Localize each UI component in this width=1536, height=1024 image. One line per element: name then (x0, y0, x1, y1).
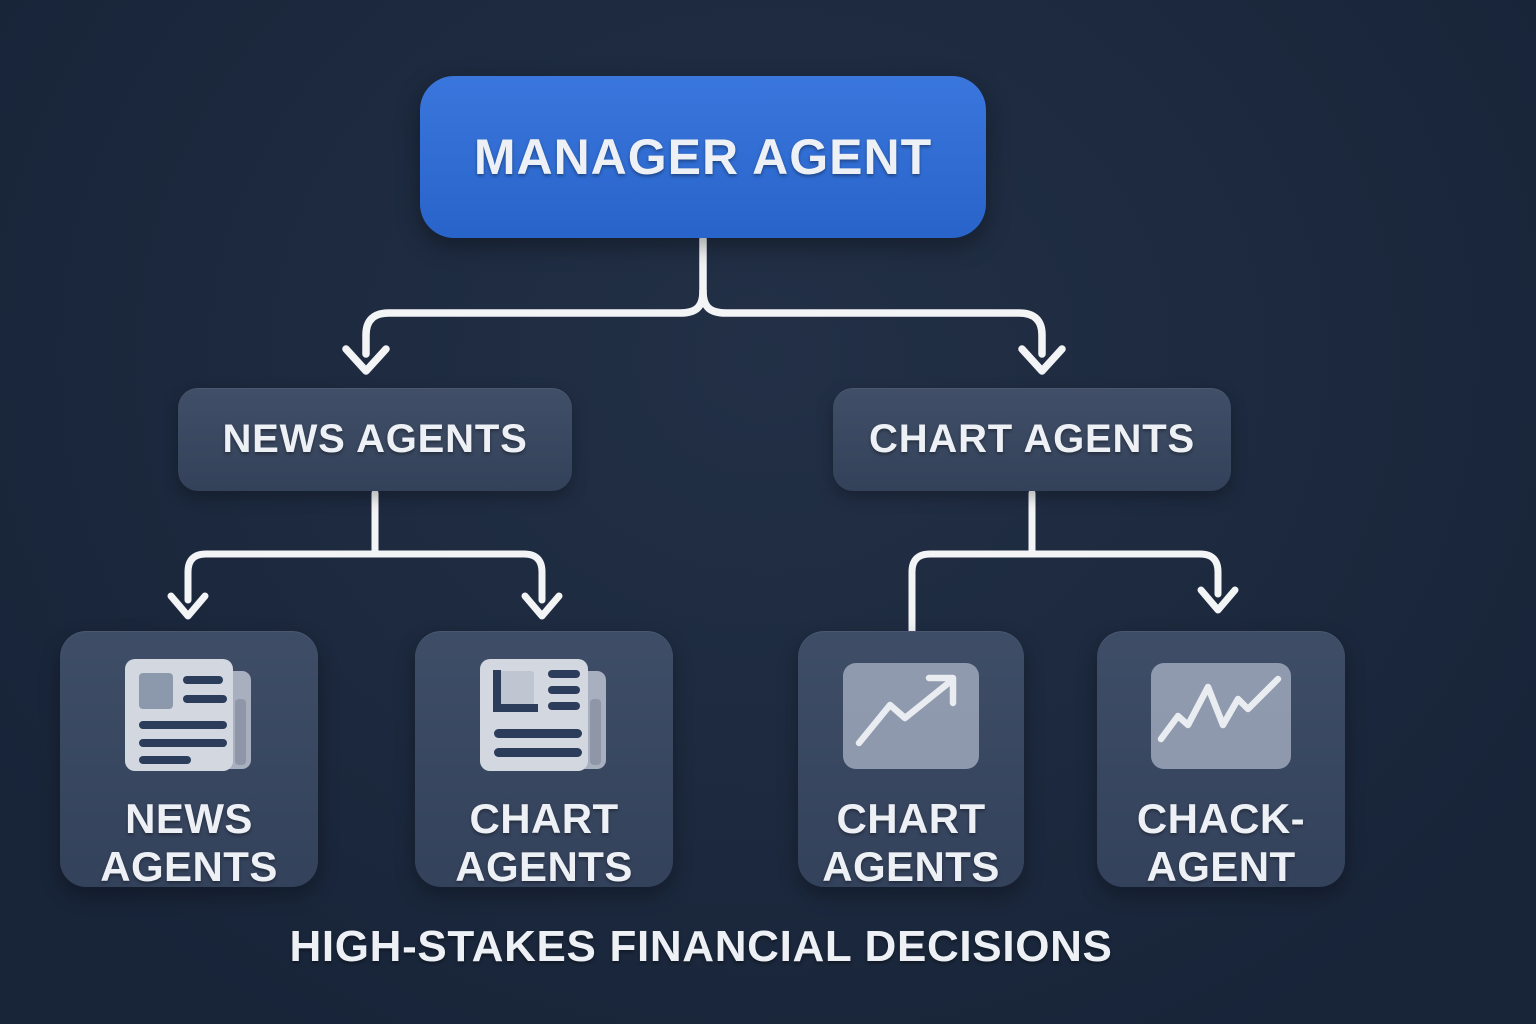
manager-agent-node: MANAGER AGENT (420, 76, 986, 238)
leaf-card-chart-agents-news: CHART AGENTS (415, 631, 673, 890)
arrowhead-to-news-group (342, 345, 390, 375)
arrowhead-to-leaf-4 (1197, 586, 1239, 614)
zigzag-chart-icon (1151, 655, 1291, 777)
diagram-caption: HIGH-STAKES FINANCIAL DECISIONS (289, 922, 1113, 971)
trend-up-chart-icon (843, 655, 979, 777)
leaf-label-news-agents: NEWS AGENTS (100, 795, 278, 890)
news-agents-group-label: NEWS AGENTS (222, 417, 528, 461)
connector-manager-to-groups (342, 235, 1066, 375)
arrowhead-to-chart-group (1018, 345, 1066, 375)
newspaper-icon (113, 655, 265, 777)
manager-agent-label: MANAGER AGENT (473, 129, 933, 185)
connector-chart-to-leaves (908, 489, 1239, 636)
leaf-label-chart-agents-chart: CHART AGENTS (822, 795, 1000, 890)
leaf-card-chart-agents-chart: CHART AGENTS (798, 631, 1024, 890)
news-agents-group-node: NEWS AGENTS (178, 388, 572, 491)
connector-news-to-leaves (167, 489, 563, 620)
arrowhead-to-leaf-2 (521, 592, 563, 620)
chart-agents-group-label: CHART AGENTS (869, 417, 1195, 461)
arrowhead-to-leaf-1 (167, 592, 209, 620)
leaf-label-chack-agent: CHACK- AGENT (1136, 795, 1306, 890)
chart-agents-group-node: CHART AGENTS (833, 388, 1231, 491)
leaf-card-chack-agent: CHACK- AGENT (1097, 631, 1345, 890)
leaf-card-news-agents: NEWS AGENTS (60, 631, 318, 890)
leaf-label-chart-agents-news: CHART AGENTS (455, 795, 633, 890)
newspaper-icon (468, 655, 620, 777)
